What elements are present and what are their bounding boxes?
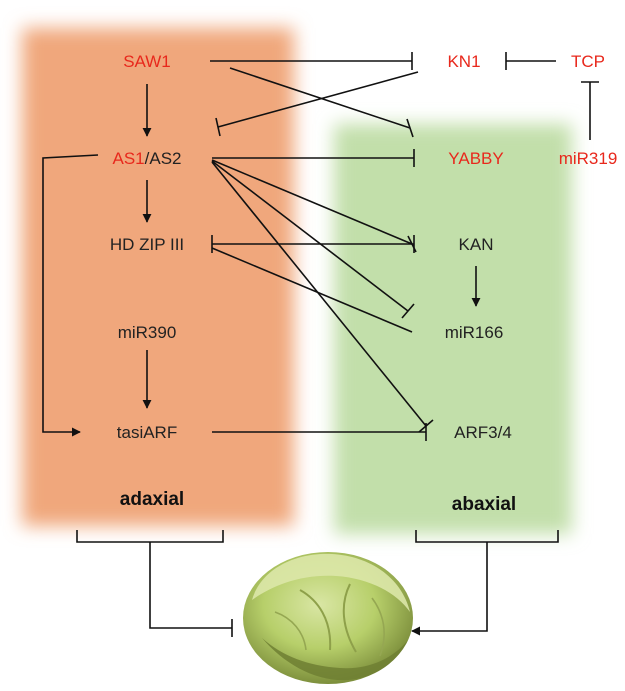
abaxial-to-leaf	[411, 542, 488, 636]
node-arf34: ARF3/4	[454, 423, 512, 442]
edge-saw1-yabby	[229, 67, 411, 129]
lettuce-head-icon	[243, 552, 413, 684]
node-yabby: YABBY	[448, 149, 503, 168]
edge-as-mir166-bar	[401, 303, 415, 319]
edge-as-mir166	[211, 160, 409, 312]
node-mir319: miR319	[559, 149, 618, 168]
adaxial-bracket	[76, 530, 224, 543]
node-saw1: SAW1	[123, 52, 171, 71]
node-as1-as2: AS1/AS2	[113, 149, 182, 168]
edge-as-arf	[211, 161, 427, 427]
node-tasiarf: tasiARF	[117, 423, 177, 442]
edge-kn1-as	[217, 71, 419, 128]
node-mir166: miR166	[445, 323, 504, 342]
node-hdzip: HD ZIP III	[110, 235, 184, 254]
edge-mir166-hdzip	[211, 247, 413, 333]
edge-kn1-as-bar	[215, 117, 221, 137]
node-kan: KAN	[459, 235, 494, 254]
node-mir390: miR390	[118, 323, 177, 342]
region-abaxial-label: abaxial	[452, 494, 516, 515]
node-as2: /AS2	[145, 149, 182, 168]
node-kn1: KN1	[447, 52, 480, 71]
edge-as-kan	[211, 159, 413, 245]
region-adaxial-label: adaxial	[120, 489, 184, 510]
edge-as-tasiarf-loop	[42, 154, 99, 437]
node-as1: AS1	[113, 149, 145, 168]
edge-saw1-yabby-bar	[406, 118, 414, 138]
node-tcp: TCP	[571, 52, 605, 71]
adaxial-region	[22, 28, 294, 526]
adaxial-to-leaf	[149, 542, 232, 629]
abaxial-region	[334, 124, 572, 534]
